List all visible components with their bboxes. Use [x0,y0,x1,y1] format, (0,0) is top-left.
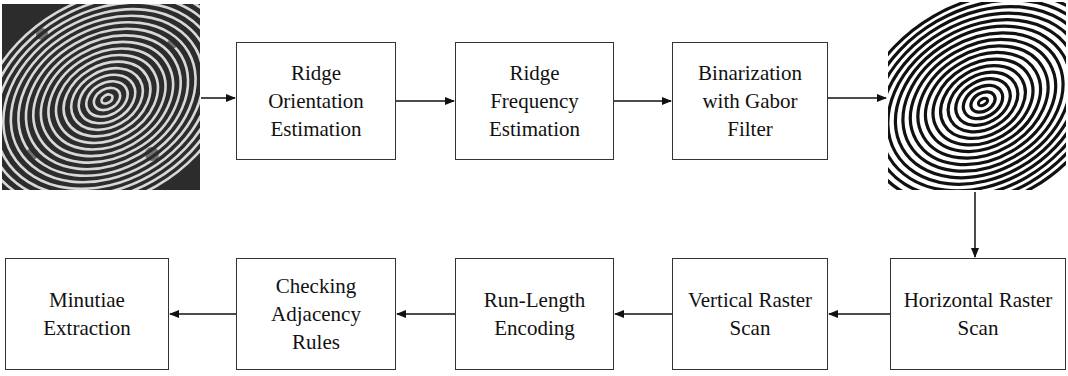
process-box: Minutiae Extraction [5,258,169,370]
process-box: Ridge Frequency Estimation [455,42,614,160]
process-box: Vertical Raster Scan [672,258,828,370]
box-label: Run-Length Encoding [456,286,613,342]
box-label: Horizontal Raster Scan [891,286,1065,342]
process-box: Run-Length Encoding [455,258,614,370]
fingerprint-raw [2,4,200,190]
process-box: Checking Adjacency Rules [236,258,396,370]
box-label: Minutiae Extraction [6,286,168,342]
down-arrow [974,192,976,257]
flow-arrow [170,313,236,315]
flow-arrow [396,100,454,102]
flow-arrow [615,313,672,315]
process-box: Ridge Orientation Estimation [236,42,396,160]
box-label: Vertical Raster Scan [673,286,827,342]
box-label: Ridge Orientation Estimation [237,59,395,143]
flow-arrow [829,313,890,315]
input-arrow [201,97,235,99]
box-label: Ridge Frequency Estimation [456,59,613,143]
box-label: Binarization with Gabor Filter [673,59,827,143]
process-box: Horizontal Raster Scan [890,258,1066,370]
process-box: Binarization with Gabor Filter [672,42,828,160]
flow-arrow [614,100,671,102]
output-arrow [822,97,886,99]
flow-arrow [397,313,455,315]
fingerprint-enhanced [888,2,1066,190]
box-label: Checking Adjacency Rules [237,272,395,356]
